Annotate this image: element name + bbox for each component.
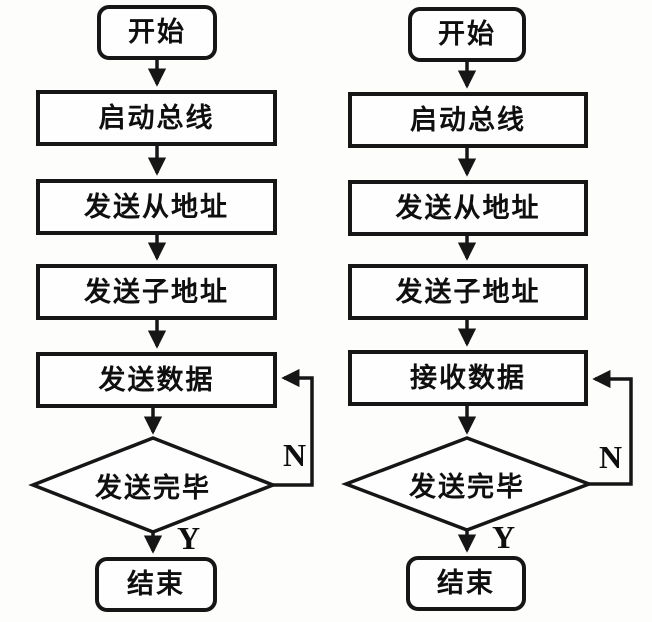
- right-no-label: N: [599, 439, 623, 475]
- right-step3-node: 发送子地址: [348, 264, 588, 320]
- right-step2-node: 发送从地址: [348, 180, 588, 236]
- right-decision-diamond: [341, 436, 594, 532]
- left-loopback-line: [273, 368, 314, 487]
- left-decision-label: 发送完毕: [95, 472, 211, 503]
- right-yes-label: Y: [492, 519, 516, 555]
- left-step1-node: 启动总线: [36, 90, 277, 146]
- right-decision-label: 发送完毕: [409, 471, 525, 502]
- left-no-label: N: [283, 437, 307, 473]
- right-start-node: 开始: [408, 7, 526, 62]
- left-step2-node: 发送从地址: [36, 179, 277, 235]
- left-start-node: 开始: [97, 5, 217, 60]
- right-step1-node: 启动总线: [348, 92, 588, 148]
- left-yes-label: Y: [177, 520, 201, 556]
- left-decision-diamond: [28, 436, 278, 534]
- left-step4-node: 发送数据: [36, 352, 277, 408]
- left-step3-node: 发送子地址: [36, 264, 277, 320]
- right-loopback-line: [589, 369, 633, 486]
- right-step4-node: 接收数据: [348, 350, 588, 406]
- left-end-node: 结束: [95, 557, 217, 612]
- right-end-node: 结束: [406, 556, 526, 611]
